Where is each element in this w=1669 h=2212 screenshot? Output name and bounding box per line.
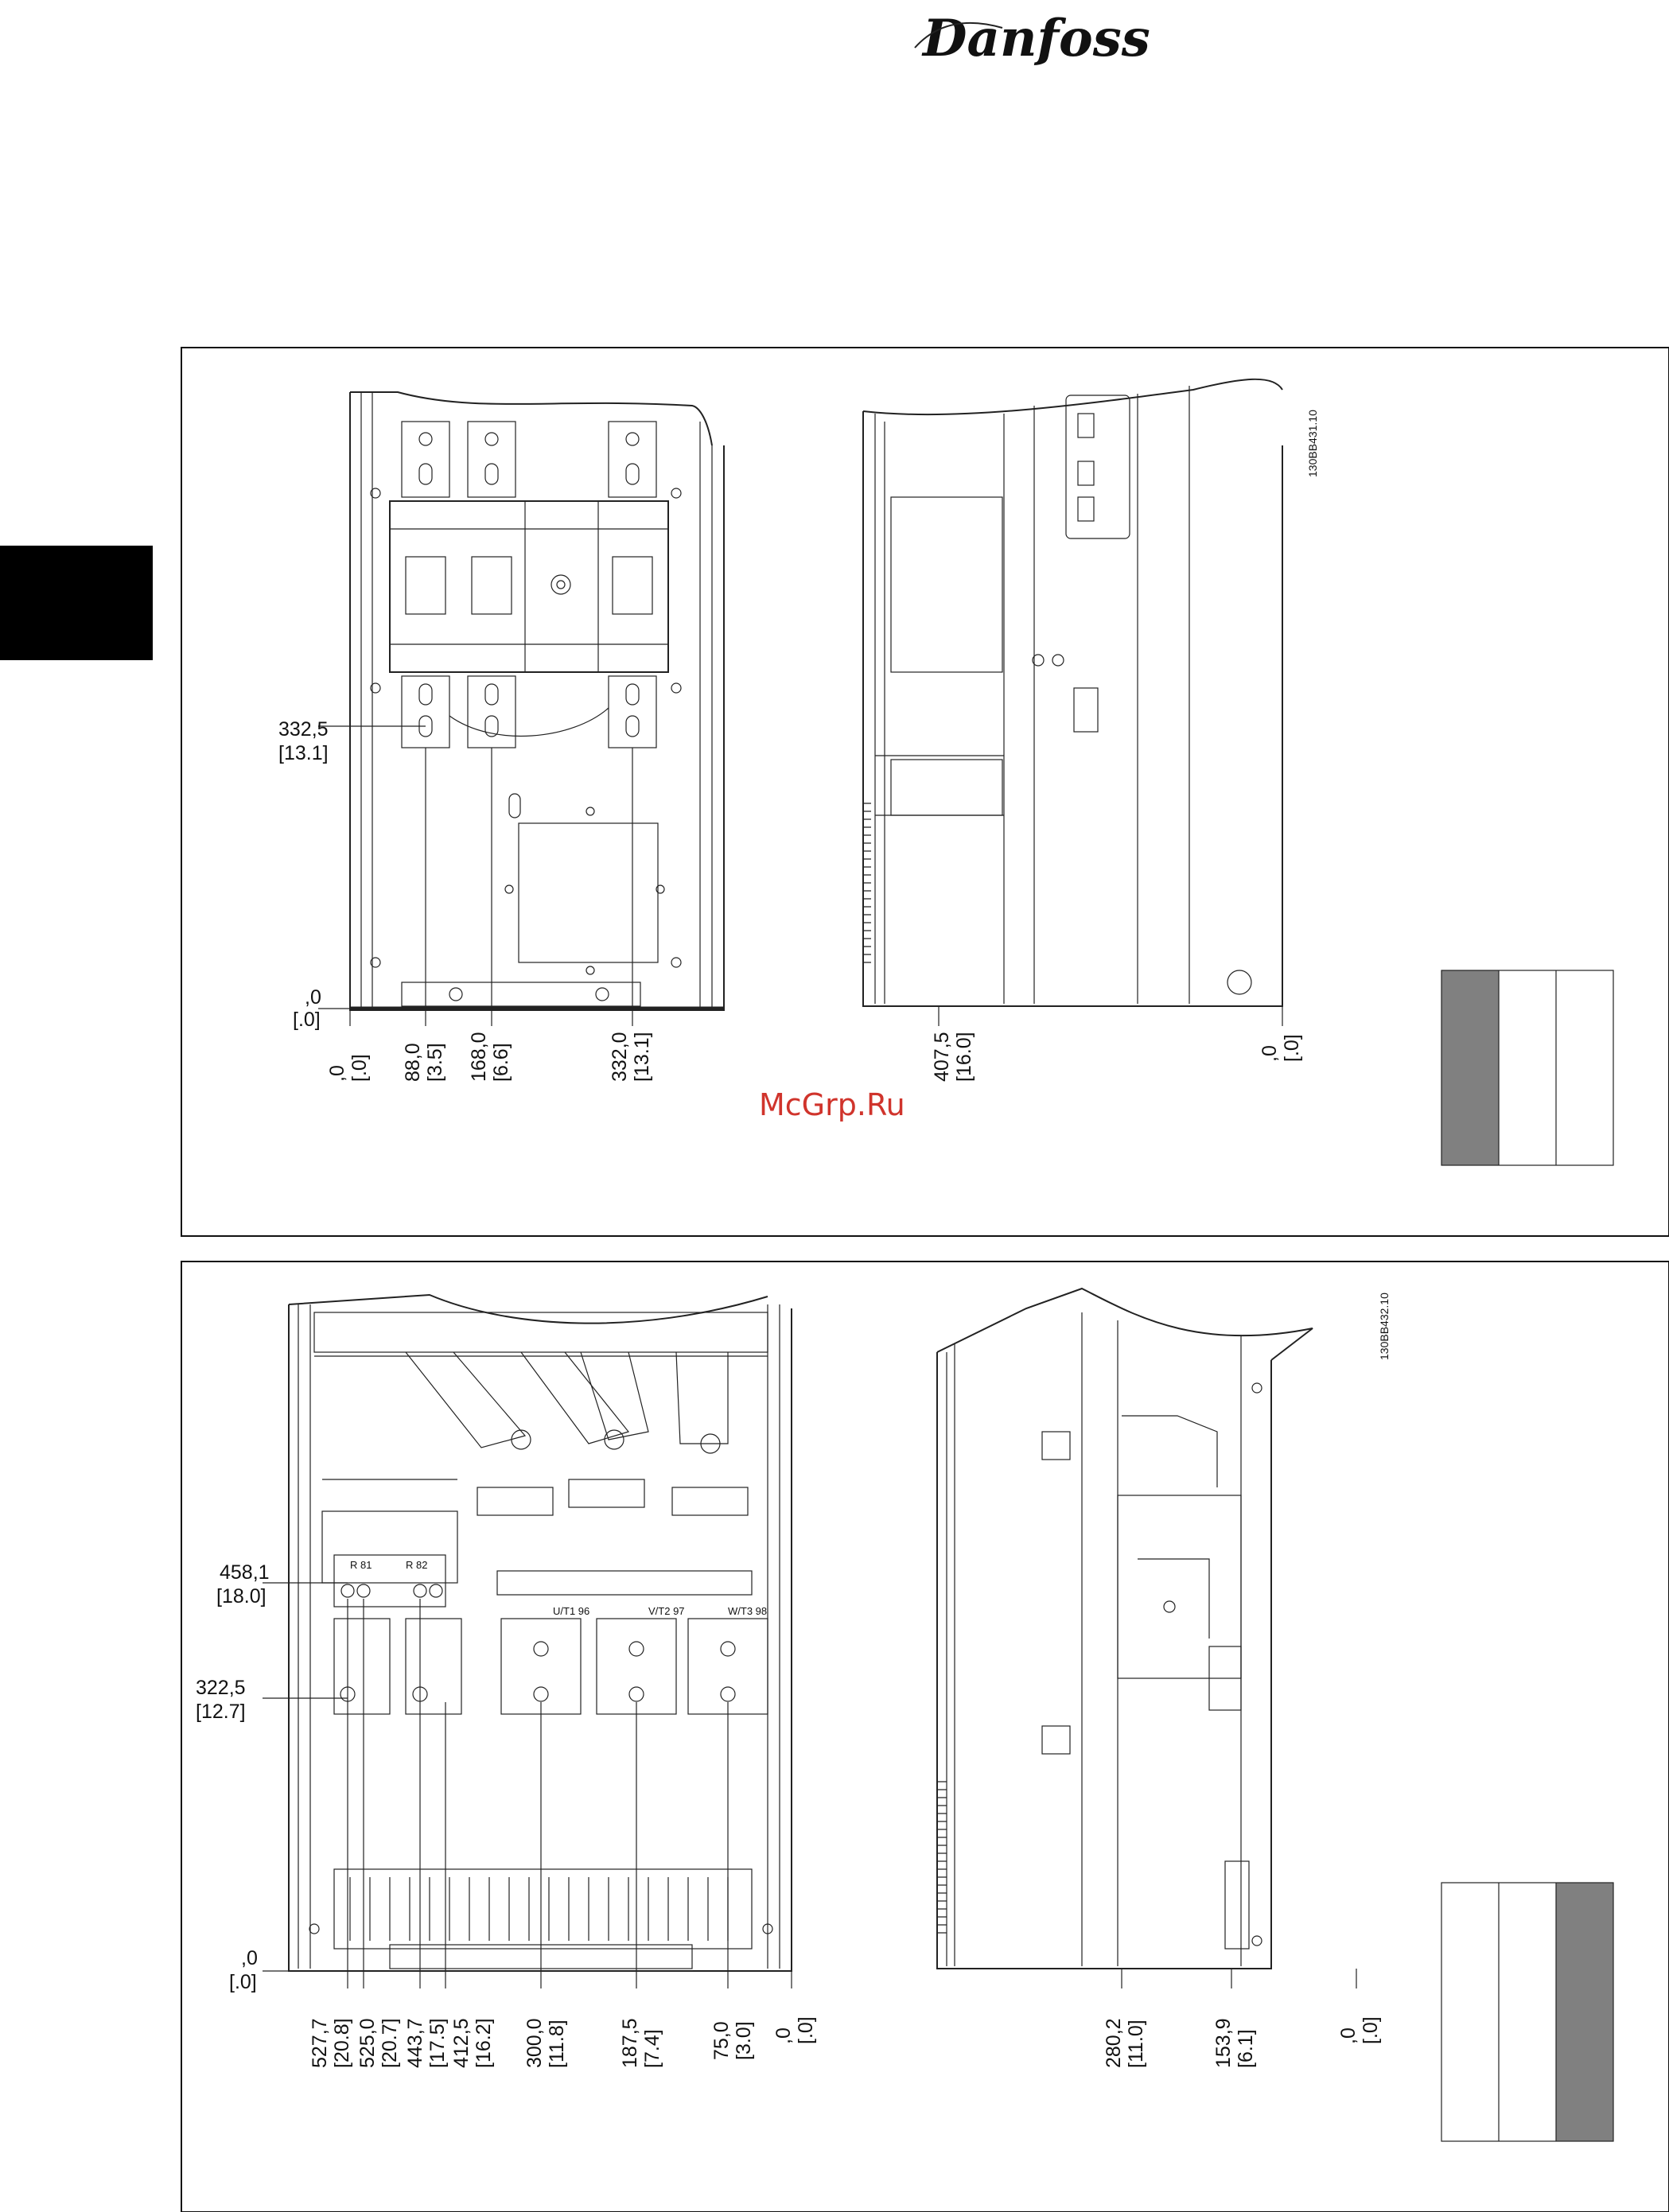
terminal-label-u: U/T1 96: [553, 1605, 589, 1617]
dim-label: 168,0: [468, 1032, 490, 1082]
dim-label: [18.0]: [216, 1585, 266, 1607]
legend-cell-active: [1441, 970, 1499, 1165]
frame-legend-top: [1441, 970, 1614, 1166]
dim-label: [20.7]: [379, 2018, 401, 2068]
dim-label: [3.5]: [424, 1043, 446, 1082]
dim-label: 458,1: [220, 1561, 270, 1584]
terminal-label-r82: R 82: [406, 1559, 427, 1571]
drawing-code-top: 130BB431.10: [1306, 410, 1319, 477]
dim-label: [16.0]: [953, 1032, 975, 1082]
dim-label: ,0: [241, 1947, 258, 1969]
dim-label: [3.0]: [733, 2021, 755, 2060]
dim-label: ,0: [772, 2027, 795, 2044]
dim-label: ,0: [1259, 1045, 1281, 1062]
dim-label: [.0]: [348, 1054, 371, 1082]
dim-label: ,0: [326, 1065, 348, 1082]
terminal-label-r81: R 81: [350, 1559, 372, 1571]
terminal-label-w: W/T3 98: [728, 1605, 767, 1617]
watermark-text: McGrp.Ru: [759, 1087, 905, 1122]
dim-label: [13.1]: [631, 1032, 653, 1082]
dim-label: 412,5: [450, 2018, 473, 2068]
dim-label: 280,2: [1103, 2018, 1125, 2068]
top-dimension-leaders: [318, 725, 1283, 1026]
figure-bottom-frame: [181, 1261, 1669, 2212]
dim-label: 75,0: [710, 2021, 733, 2060]
bottom-dimension-leaders: [263, 1582, 1357, 1988]
dim-label: [11.0]: [1125, 2020, 1147, 2068]
dim-label: 332,5: [278, 718, 329, 741]
drawing-code-bottom: 130BB432.10: [1378, 1293, 1391, 1360]
bottom-side-view: [936, 1287, 1313, 1969]
dim-label: [.0]: [293, 1009, 321, 1031]
frame-legend-bottom: [1441, 1882, 1614, 2142]
dim-label: [13.1]: [278, 742, 329, 764]
dim-label: [12.7]: [196, 1701, 246, 1723]
dim-label: [7.4]: [641, 2029, 663, 2068]
dim-label: 322,5: [196, 1677, 246, 1699]
dim-label: [20.8]: [331, 2018, 353, 2068]
dim-label: [.0]: [795, 2016, 817, 2044]
dim-label: ,0: [305, 986, 321, 1009]
section-tab: [0, 546, 153, 660]
dim-label: 407,5: [931, 1032, 953, 1082]
dim-label: ,0: [1337, 2027, 1360, 2044]
dim-label: [6.1]: [1235, 2029, 1257, 2068]
dim-label: [17.5]: [426, 2018, 449, 2068]
dim-label: 443,7: [404, 2018, 426, 2068]
dim-label: 332,0: [609, 1032, 631, 1082]
dim-label: 187,5: [619, 2018, 641, 2068]
dim-label: [6.6]: [490, 1043, 512, 1082]
dim-label: 525,0: [356, 2018, 379, 2068]
dim-label: [.0]: [229, 1971, 257, 1993]
dim-label: [11.8]: [546, 2020, 568, 2068]
terminal-label-v: V/T2 97: [648, 1605, 685, 1617]
dim-label: 300,0: [523, 2018, 546, 2068]
dim-label: 153,9: [1212, 2018, 1235, 2068]
dim-label: [.0]: [1281, 1034, 1303, 1062]
danfoss-logo: Danfoss: [914, 9, 1150, 68]
bottom-front-view: U/T1 96 V/T2 97 W/T3 98 R 81 R 82: [288, 1293, 792, 1972]
top-front-view: [349, 391, 725, 1011]
top-side-view: [862, 378, 1283, 1007]
figure-top-frame: [181, 347, 1669, 1237]
dim-label: [.0]: [1360, 2016, 1382, 2044]
logo-text: Danfoss: [921, 9, 1150, 68]
dim-label: 527,7: [309, 2018, 331, 2068]
dim-label: 88,0: [402, 1043, 424, 1082]
dim-label: [16.2]: [473, 2018, 495, 2068]
legend-cell-active: [1556, 1883, 1613, 2141]
